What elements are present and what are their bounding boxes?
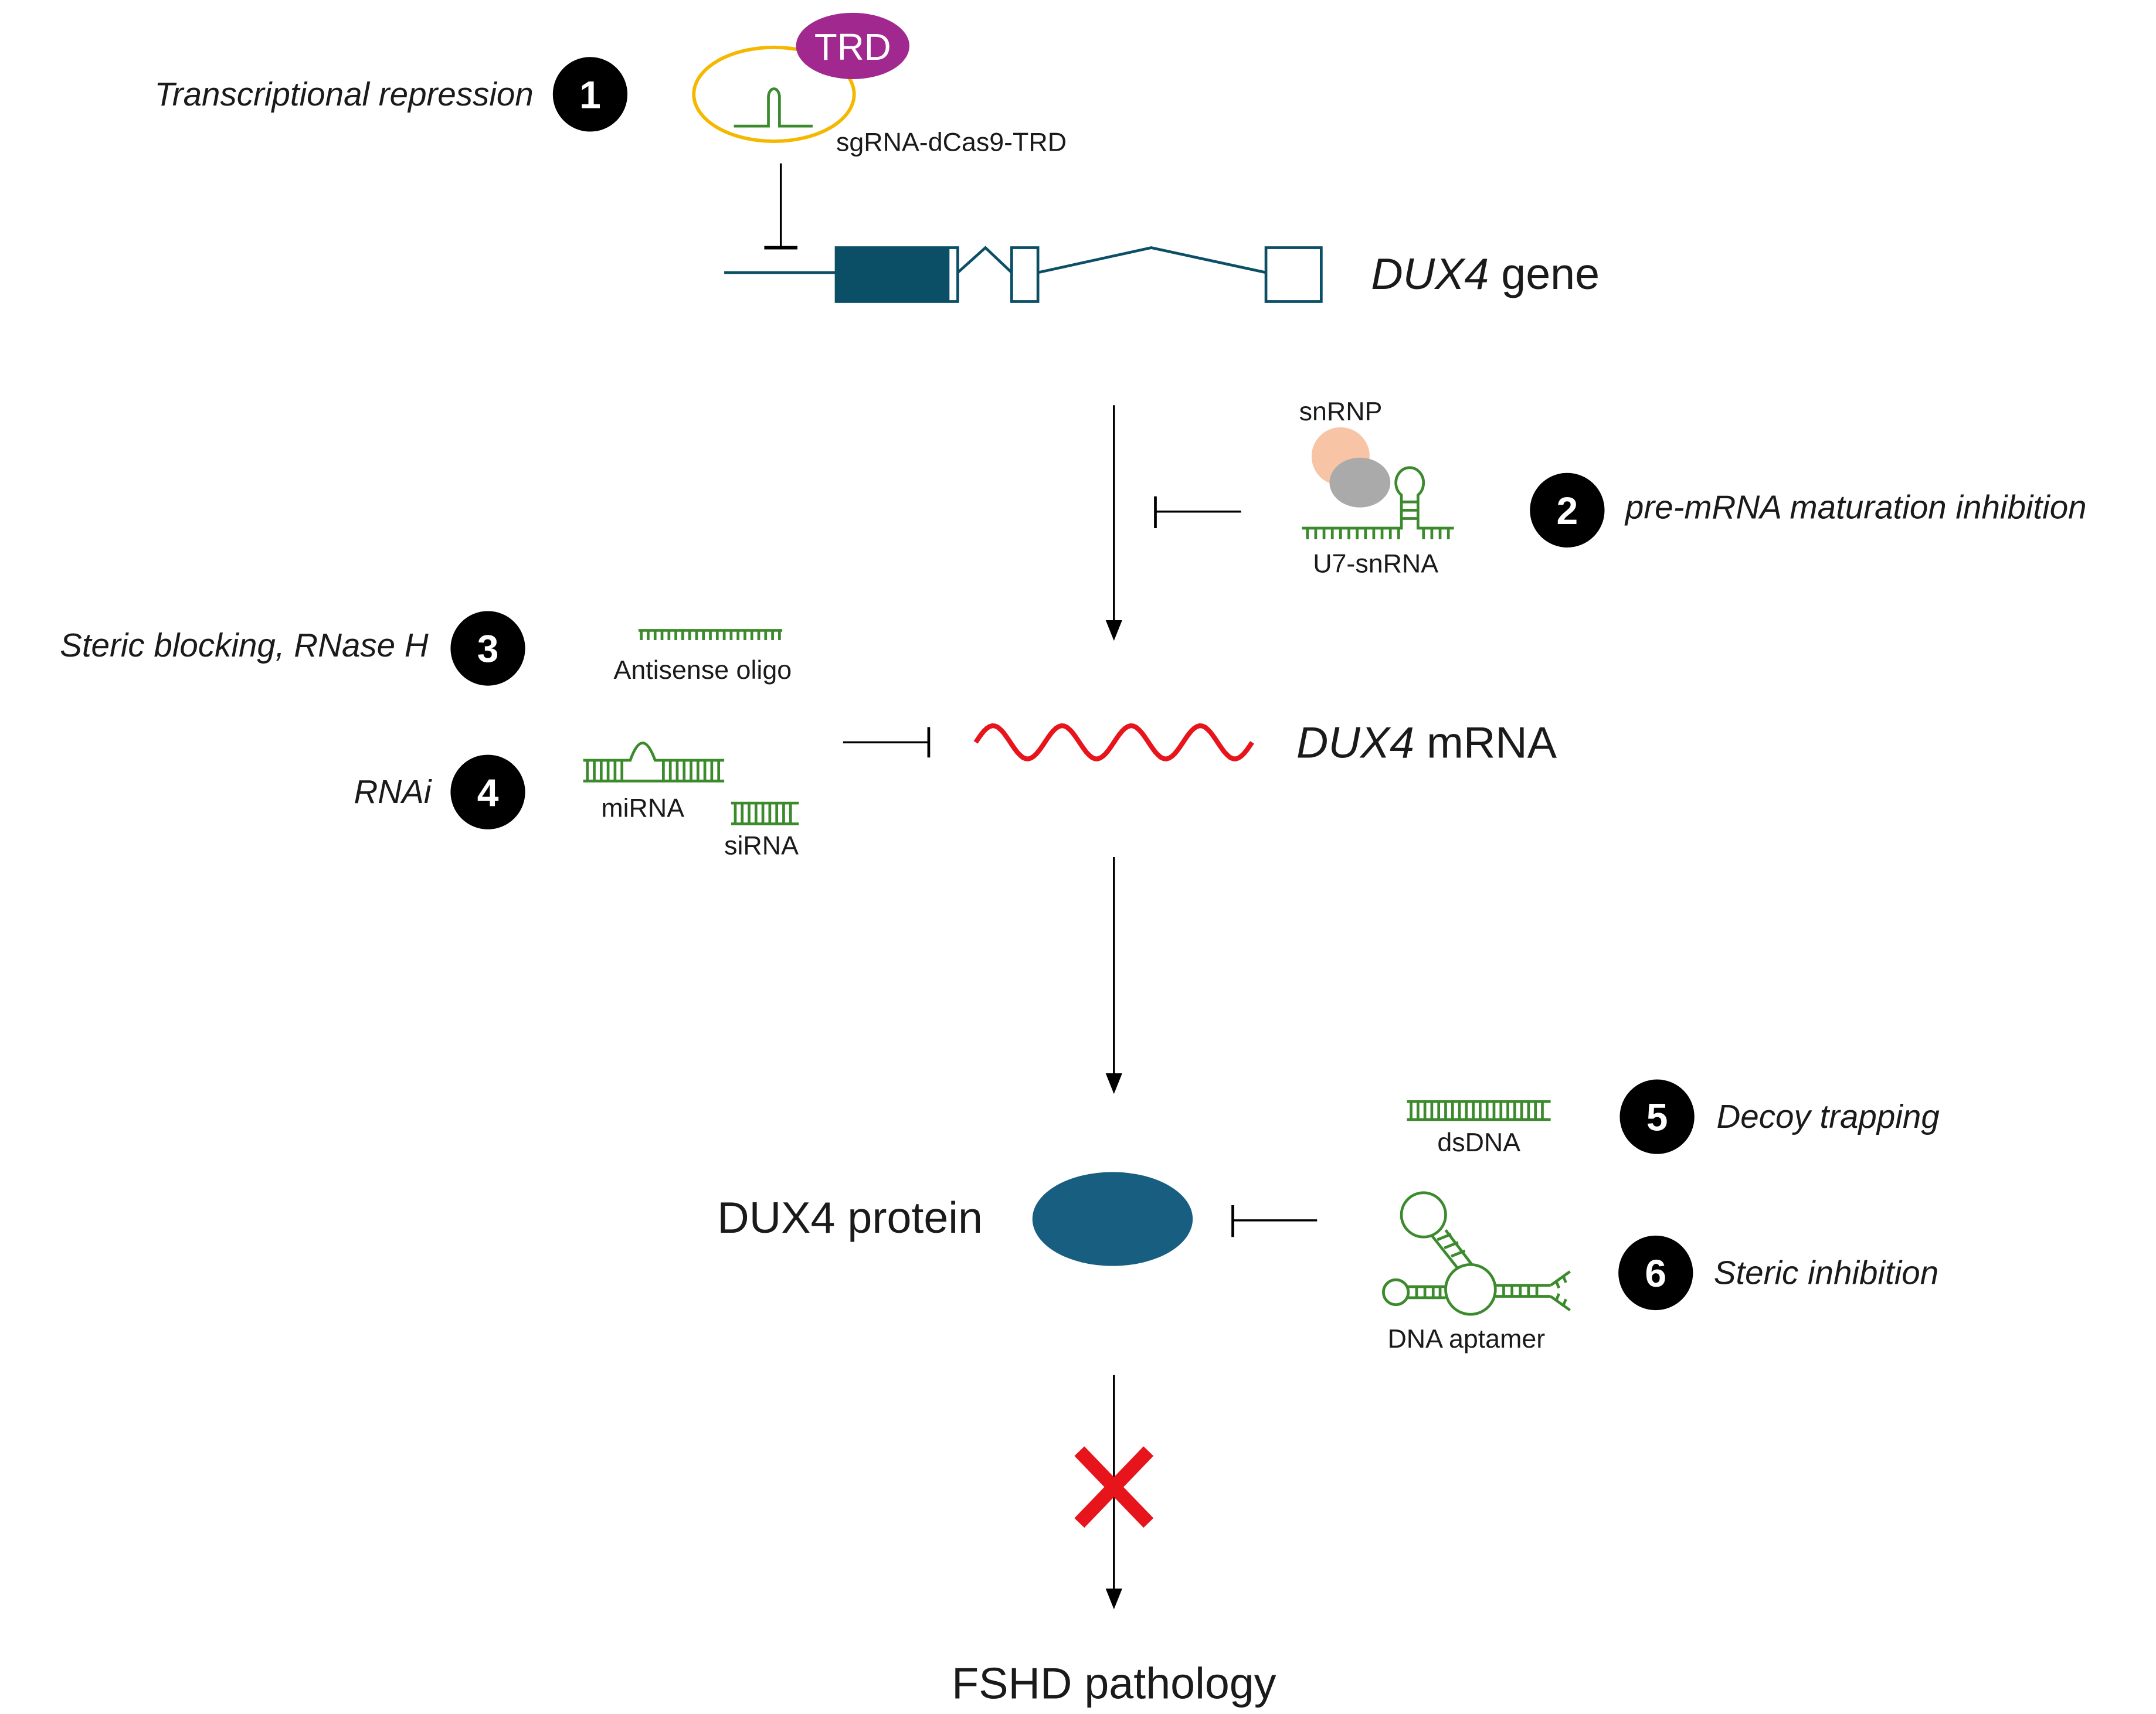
mirna-icon: [583, 742, 725, 783]
mechanism-2-label: pre-mRNA maturation inhibition: [1624, 489, 2087, 526]
sgrna-dcas9-trd-label: sgRNA-dCas9-TRD: [836, 128, 1067, 157]
sgrna-dcas9-trd-icon: TRD: [692, 12, 909, 143]
trd-label: TRD: [814, 26, 891, 68]
svg-text:2: 2: [1557, 489, 1578, 532]
svg-text:1: 1: [579, 73, 601, 116]
svg-text:3: 3: [477, 627, 499, 671]
red-x-icon: [1074, 1446, 1154, 1528]
u7-snrna-icon: [1302, 427, 1454, 539]
badge-4: 4: [450, 754, 525, 829]
badge-3: 3: [450, 611, 525, 686]
inhibition-line-3-4: [843, 727, 931, 758]
fshd-pathology-label: FSHD pathology: [952, 1658, 1276, 1708]
svg-text:5: 5: [1646, 1096, 1668, 1139]
badge-2: 2: [1530, 472, 1605, 548]
dsdna-label: dsDNA: [1437, 1128, 1520, 1157]
dux4-mrna-wave: [973, 723, 1254, 761]
inhibition-line-5-6: [1231, 1205, 1318, 1237]
mechanism-4-label: RNAi: [354, 773, 432, 810]
u7-snrna-label: U7-snRNA: [1313, 549, 1438, 578]
badge-6: 6: [1618, 1235, 1693, 1311]
mirna-label: miRNA: [601, 794, 684, 823]
dux4-gene-structure: [724, 246, 1323, 303]
dux4-protein-label: DUX4 protein: [717, 1193, 983, 1242]
sirna-label: siRNA: [724, 831, 799, 860]
inhibition-line-1: [764, 163, 798, 250]
mechanism-3-label: Steric blocking, RNase H: [60, 627, 429, 664]
svg-text:6: 6: [1645, 1252, 1666, 1295]
dna-aptamer-label: DNA aptamer: [1387, 1324, 1545, 1353]
svg-text:4: 4: [477, 771, 499, 814]
mechanism-6-label: Steric inhibition: [1714, 1254, 1938, 1291]
inhibition-line-2: [1154, 496, 1241, 529]
dna-aptamer-icon: [1382, 1191, 1571, 1316]
badge-1: 1: [552, 57, 628, 132]
antisense-oligo-icon: [638, 629, 783, 640]
sirna-icon: [731, 801, 799, 825]
dux4-mrna-label: DUX4 mRNA: [1296, 717, 1557, 767]
badge-5: 5: [1619, 1079, 1695, 1154]
dux4-protein-shape: [1032, 1172, 1193, 1266]
snrnp-label: snRNP: [1299, 397, 1383, 426]
mechanism-1-label: Transcriptional repression: [154, 76, 533, 113]
antisense-oligo-label: Antisense oligo: [614, 655, 792, 685]
dux4-gene-label: DUX4 gene: [1371, 249, 1600, 298]
dsdna-icon: [1407, 1100, 1551, 1121]
mechanism-5-label: Decoy trapping: [1716, 1098, 1939, 1135]
